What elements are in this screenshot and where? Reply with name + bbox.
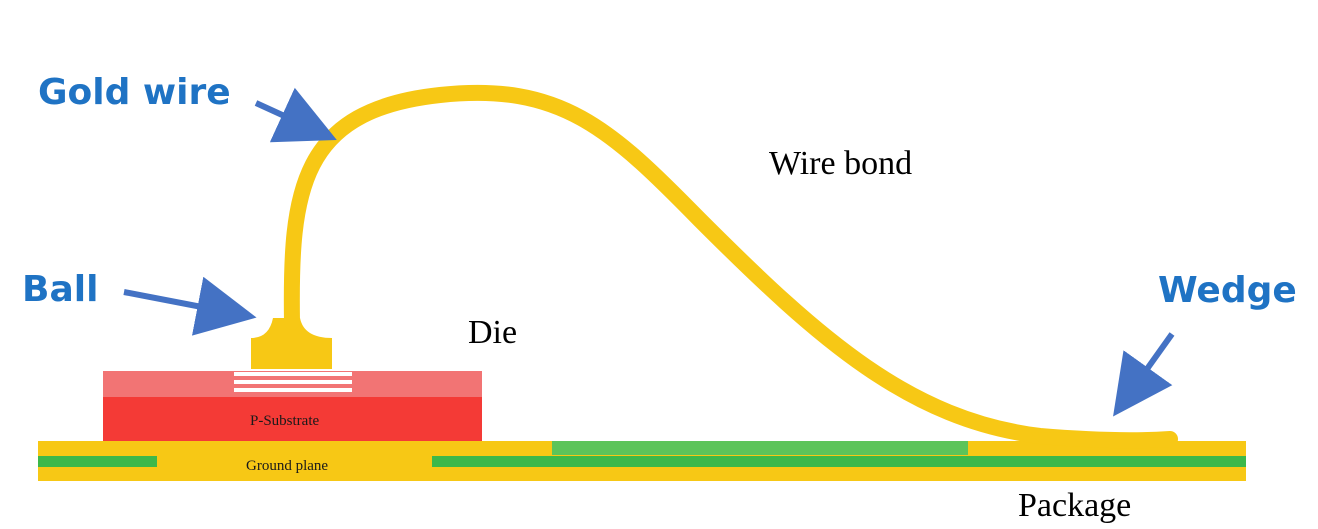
package-green-trace-left — [38, 456, 157, 467]
ball-arrow — [123, 276, 257, 336]
p-substrate-label: P-Substrate — [250, 413, 320, 429]
package-layer — [38, 441, 1246, 481]
wedge-bond — [1030, 432, 1173, 443]
package-label: Package — [1018, 487, 1131, 524]
package-green-trace-top — [552, 441, 968, 455]
gold-wire-label: Gold wire — [38, 72, 231, 113]
gold-wire-arrow — [254, 87, 337, 143]
die-label: Die — [468, 314, 517, 351]
ball-bond — [251, 318, 332, 369]
die-p-substrate — [103, 397, 482, 441]
bond-pad-lines — [234, 372, 352, 392]
ground-plane-label: Ground plane — [246, 458, 328, 474]
wire-bond-label: Wire bond — [769, 145, 912, 182]
wedge-arrow — [1113, 332, 1175, 417]
die — [103, 371, 482, 441]
ball-label: Ball — [22, 269, 98, 310]
wedge-label: Wedge — [1158, 270, 1297, 311]
package-green-trace-right — [432, 456, 1246, 467]
